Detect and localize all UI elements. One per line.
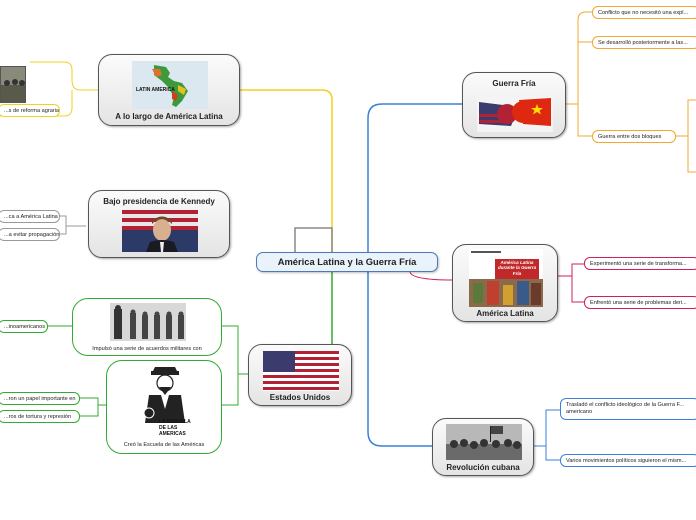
usa-flag-icon [263,351,339,391]
leaf-guerra-fria-3[interactable]: Guerra entre dos bloques [592,130,676,143]
leaf-cuba-1-text: Trasladó el conflicto ideológico de la G… [566,402,684,415]
book-title: América Latina durante la Guerra Fría [497,260,537,276]
leaf-america-latina-1[interactable]: Experimentó una serie de transforma... [584,257,696,270]
leaf-guerra-fria-1[interactable]: Conflicto que no necesitó una expl... [592,6,696,19]
node-america-latina[interactable]: América Latina durante la Guerra Fría Am… [452,244,558,322]
node-guerra-fria-title: Guerra Fría [492,79,536,88]
node-revolucion-cubana[interactable]: Revolución cubana [432,418,534,476]
central-topic[interactable]: América Latina y la Guerra Fría [256,252,438,272]
leaf-guerra-fria-2[interactable]: Se desarrolló posteriormente a las... [592,36,696,49]
book-cover-image: América Latina durante la Guerra Fría [469,249,543,307]
reforma-agraria-photo [0,66,26,103]
node-a-lo-largo[interactable]: LATIN AMERICA A lo largo de América Lati… [98,54,240,126]
node-revolucion-cubana-title: Revolución cubana [446,463,520,472]
leaf-kennedy-2[interactable]: ...a evitar propagación [0,228,60,241]
soldiers-photo [110,303,186,341]
leaf-cuba-1[interactable]: Trasladó el conflicto ideológico de la G… [560,398,696,420]
node-a-lo-largo-title: A lo largo de América Latina [115,112,223,121]
usa-flag-image [263,351,339,391]
node-kennedy-title: Bajo presidencia de Kennedy [103,197,215,206]
node-estados-unidos[interactable]: Estados Unidos [248,344,352,406]
node-kennedy[interactable]: Bajo presidencia de Kennedy [88,190,230,258]
node-america-latina-title: América Latina [476,309,534,318]
usa-china-fists-image [477,92,553,132]
poster-text: LA ESCUELA DE LAS AMERICAS [159,419,191,437]
leaf-america-latina-2[interactable]: Enfrentó una serie de problemas deri... [584,296,696,309]
escuela-americas-poster: LA ESCUELA DE LAS AMERICAS [135,365,195,439]
node-guerra-fria[interactable]: Guerra Fría [462,72,566,138]
usa-sub-acuerdos[interactable]: Impulsó una serie de acuerdos militares … [72,298,222,356]
usa-sub-escuela[interactable]: LA ESCUELA DE LAS AMERICAS Creó la Escue… [106,360,222,454]
leaf-papel-importante[interactable]: ...ron un papel importante en [0,392,80,405]
cuban-revolution-photo [446,424,522,460]
leaf-reforma-agraria[interactable]: ...s de reforma agraria [0,104,60,117]
usa-sub-acuerdos-caption: Impulsó una serie de acuerdos militares … [92,346,202,352]
leaf-tortura[interactable]: ...ros de tortura y represión [0,410,80,423]
kennedy-photo [122,210,198,252]
map-icon [152,65,188,107]
leaf-latinoamericanos[interactable]: ...inoamericanos [0,320,48,333]
leaf-kennedy-1[interactable]: ...ca a América Latina [0,210,60,223]
latin-america-map-image: LATIN AMERICA [132,61,208,109]
map-label: LATIN AMERICA [136,87,175,93]
usa-sub-escuela-caption: Creó la Escuela de las Américas [123,442,205,448]
leaf-cuba-2[interactable]: Varios movimientos políticos siguieron e… [560,454,696,467]
node-estados-unidos-title: Estados Unidos [269,393,331,402]
